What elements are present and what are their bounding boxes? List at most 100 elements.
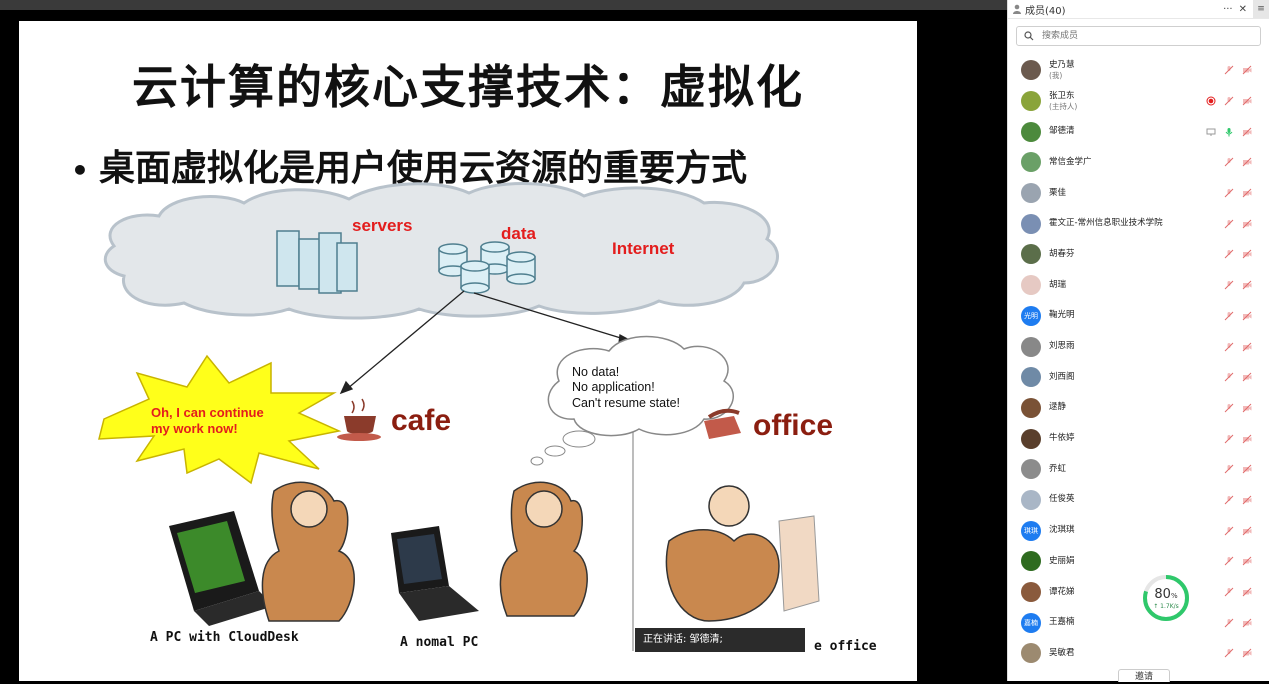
connection-arrows bbox=[339, 290, 634, 651]
presentation-slide: 云计算的核心支撑技术：虚拟化 •桌面虚拟化是用户使用云资源的重要方式 serve… bbox=[19, 21, 917, 681]
member-status-icons bbox=[1224, 331, 1252, 362]
member-row[interactable]: 刘思雨 bbox=[1008, 331, 1269, 362]
camera-off-icon bbox=[1242, 526, 1252, 536]
member-role: (我) bbox=[1049, 70, 1063, 80]
screen-share-icon bbox=[1206, 128, 1216, 136]
member-row[interactable]: 吴敏君 bbox=[1008, 638, 1269, 669]
member-name: 刘西阁 bbox=[1049, 371, 1075, 382]
member-status-icons bbox=[1206, 86, 1252, 117]
avatar bbox=[1021, 60, 1041, 81]
member-row[interactable]: 史乃慧(我) bbox=[1008, 55, 1269, 86]
avatar bbox=[1021, 213, 1041, 234]
member-name: 史乃慧 bbox=[1049, 59, 1075, 70]
member-name: 任俊英 bbox=[1049, 494, 1075, 505]
close-panel-button[interactable]: ✕ bbox=[1238, 3, 1247, 15]
camera-off-icon bbox=[1242, 65, 1252, 75]
mic-muted-icon bbox=[1224, 649, 1234, 658]
member-row[interactable]: 霍文正-常州信息职业技术学院 bbox=[1008, 208, 1269, 239]
member-name: 牛依婷 bbox=[1049, 433, 1075, 444]
member-row[interactable]: 史丽娟 bbox=[1008, 546, 1269, 577]
internet-label: Internet bbox=[612, 239, 675, 258]
camera-off-icon bbox=[1242, 434, 1252, 443]
burst-line-2: my work now! bbox=[151, 421, 238, 436]
gauge-arc bbox=[1143, 575, 1189, 621]
member-status-icons bbox=[1224, 147, 1252, 178]
mic-muted-icon bbox=[1224, 495, 1234, 505]
thought-line-3: Can't resume state! bbox=[572, 396, 680, 410]
mic-muted-icon bbox=[1224, 280, 1234, 290]
more-options-button[interactable]: ··· bbox=[1223, 3, 1233, 15]
member-name: 史丽娟 bbox=[1049, 555, 1075, 566]
member-row[interactable]: 谭花娣 bbox=[1008, 577, 1269, 608]
avatar bbox=[1021, 152, 1041, 173]
member-status-icons bbox=[1224, 515, 1252, 546]
mic-muted-icon bbox=[1224, 158, 1234, 167]
member-row[interactable]: 任俊英 bbox=[1008, 485, 1269, 516]
members-panel: 成员(40) ··· ✕ ≡ 史乃慧(我)张卫东(主持人)邹德清常信金学广栗佳霍… bbox=[1007, 0, 1269, 681]
avatar bbox=[1021, 91, 1041, 112]
telephone-icon bbox=[704, 408, 741, 439]
member-row[interactable]: 牛依婷 bbox=[1008, 423, 1269, 454]
network-gauge: 80% ↑ 1.7K/s bbox=[1143, 575, 1189, 621]
camera-off-icon bbox=[1242, 556, 1252, 566]
mic-muted-icon bbox=[1224, 618, 1234, 628]
member-search-input[interactable] bbox=[1040, 30, 1260, 42]
mic-muted-icon bbox=[1224, 219, 1234, 229]
members-list: 史乃慧(我)张卫东(主持人)邹德清常信金学广栗佳霍文正-常州信息职业技术学院胡春… bbox=[1008, 55, 1269, 669]
member-row[interactable]: 邹德清 bbox=[1008, 116, 1269, 147]
members-title: 成员(40) bbox=[1025, 5, 1066, 17]
member-name: 王嘉楠 bbox=[1049, 617, 1075, 628]
camera-off-icon bbox=[1242, 649, 1252, 658]
camera-off-icon bbox=[1242, 587, 1252, 597]
member-status-icons bbox=[1224, 638, 1252, 669]
member-name: 乔虹 bbox=[1049, 463, 1067, 474]
bullet-dot-icon: • bbox=[71, 153, 89, 187]
member-row[interactable]: 常信金学广 bbox=[1008, 147, 1269, 178]
member-row[interactable]: 乔虹 bbox=[1008, 454, 1269, 485]
avatar bbox=[1021, 489, 1041, 510]
menu-icon[interactable]: ≡ bbox=[1253, 0, 1269, 18]
member-row[interactable]: 逯静 bbox=[1008, 393, 1269, 424]
slide-title: 云计算的核心支撑技术：虚拟化 bbox=[132, 60, 804, 114]
mic-muted-icon bbox=[1224, 403, 1234, 413]
avatar bbox=[1021, 336, 1041, 357]
avatar: 光明 bbox=[1021, 305, 1041, 326]
camera-off-icon bbox=[1242, 342, 1252, 351]
member-row[interactable]: 胡春芬 bbox=[1008, 239, 1269, 270]
camera-off-icon bbox=[1242, 618, 1252, 628]
member-status-icons bbox=[1224, 239, 1252, 270]
invite-button[interactable]: 邀请 bbox=[1118, 669, 1170, 682]
member-status-icons bbox=[1206, 116, 1252, 147]
gauge-percent: 80% bbox=[1154, 587, 1178, 602]
member-status-icons bbox=[1224, 423, 1252, 454]
slide-bullet: •桌面虚拟化是用户使用云资源的重要方式 bbox=[71, 139, 747, 191]
member-row[interactable]: 栗佳 bbox=[1008, 178, 1269, 209]
member-row[interactable]: 光明鞠光明 bbox=[1008, 301, 1269, 332]
member-row[interactable]: 张卫东(主持人) bbox=[1008, 86, 1269, 117]
avatar bbox=[1021, 459, 1041, 480]
member-row[interactable]: 嘉楠王嘉楠 bbox=[1008, 607, 1269, 638]
camera-off-icon bbox=[1242, 158, 1252, 167]
member-status-icons bbox=[1224, 208, 1252, 239]
avatar bbox=[1021, 275, 1041, 296]
record-icon bbox=[1206, 96, 1216, 106]
camera-off-icon bbox=[1242, 372, 1252, 382]
member-row[interactable]: 刘西阁 bbox=[1008, 362, 1269, 393]
mic-muted-icon bbox=[1224, 556, 1234, 566]
speech-burst: Oh, I can continue my work now! bbox=[98, 354, 342, 485]
camera-off-icon bbox=[1242, 464, 1252, 474]
camera-off-icon bbox=[1242, 403, 1252, 413]
camera-off-icon bbox=[1242, 250, 1252, 259]
member-search-box[interactable] bbox=[1016, 26, 1261, 46]
camera-off-icon bbox=[1242, 96, 1252, 106]
thought-line-1: No data! bbox=[572, 365, 619, 379]
member-row[interactable]: 琪琪沈琪琪 bbox=[1008, 515, 1269, 546]
member-name: 鞠光明 bbox=[1049, 310, 1075, 321]
member-row[interactable]: 胡瑞 bbox=[1008, 270, 1269, 301]
member-role: (主持人) bbox=[1049, 101, 1078, 111]
member-name: 邹德清 bbox=[1049, 126, 1075, 137]
caption-office: e office bbox=[814, 639, 877, 654]
mic-muted-icon bbox=[1224, 188, 1234, 198]
mic-muted-icon bbox=[1224, 311, 1234, 321]
shared-screen-area: 云计算的核心支撑技术：虚拟化 •桌面虚拟化是用户使用云资源的重要方式 serve… bbox=[0, 10, 1007, 681]
